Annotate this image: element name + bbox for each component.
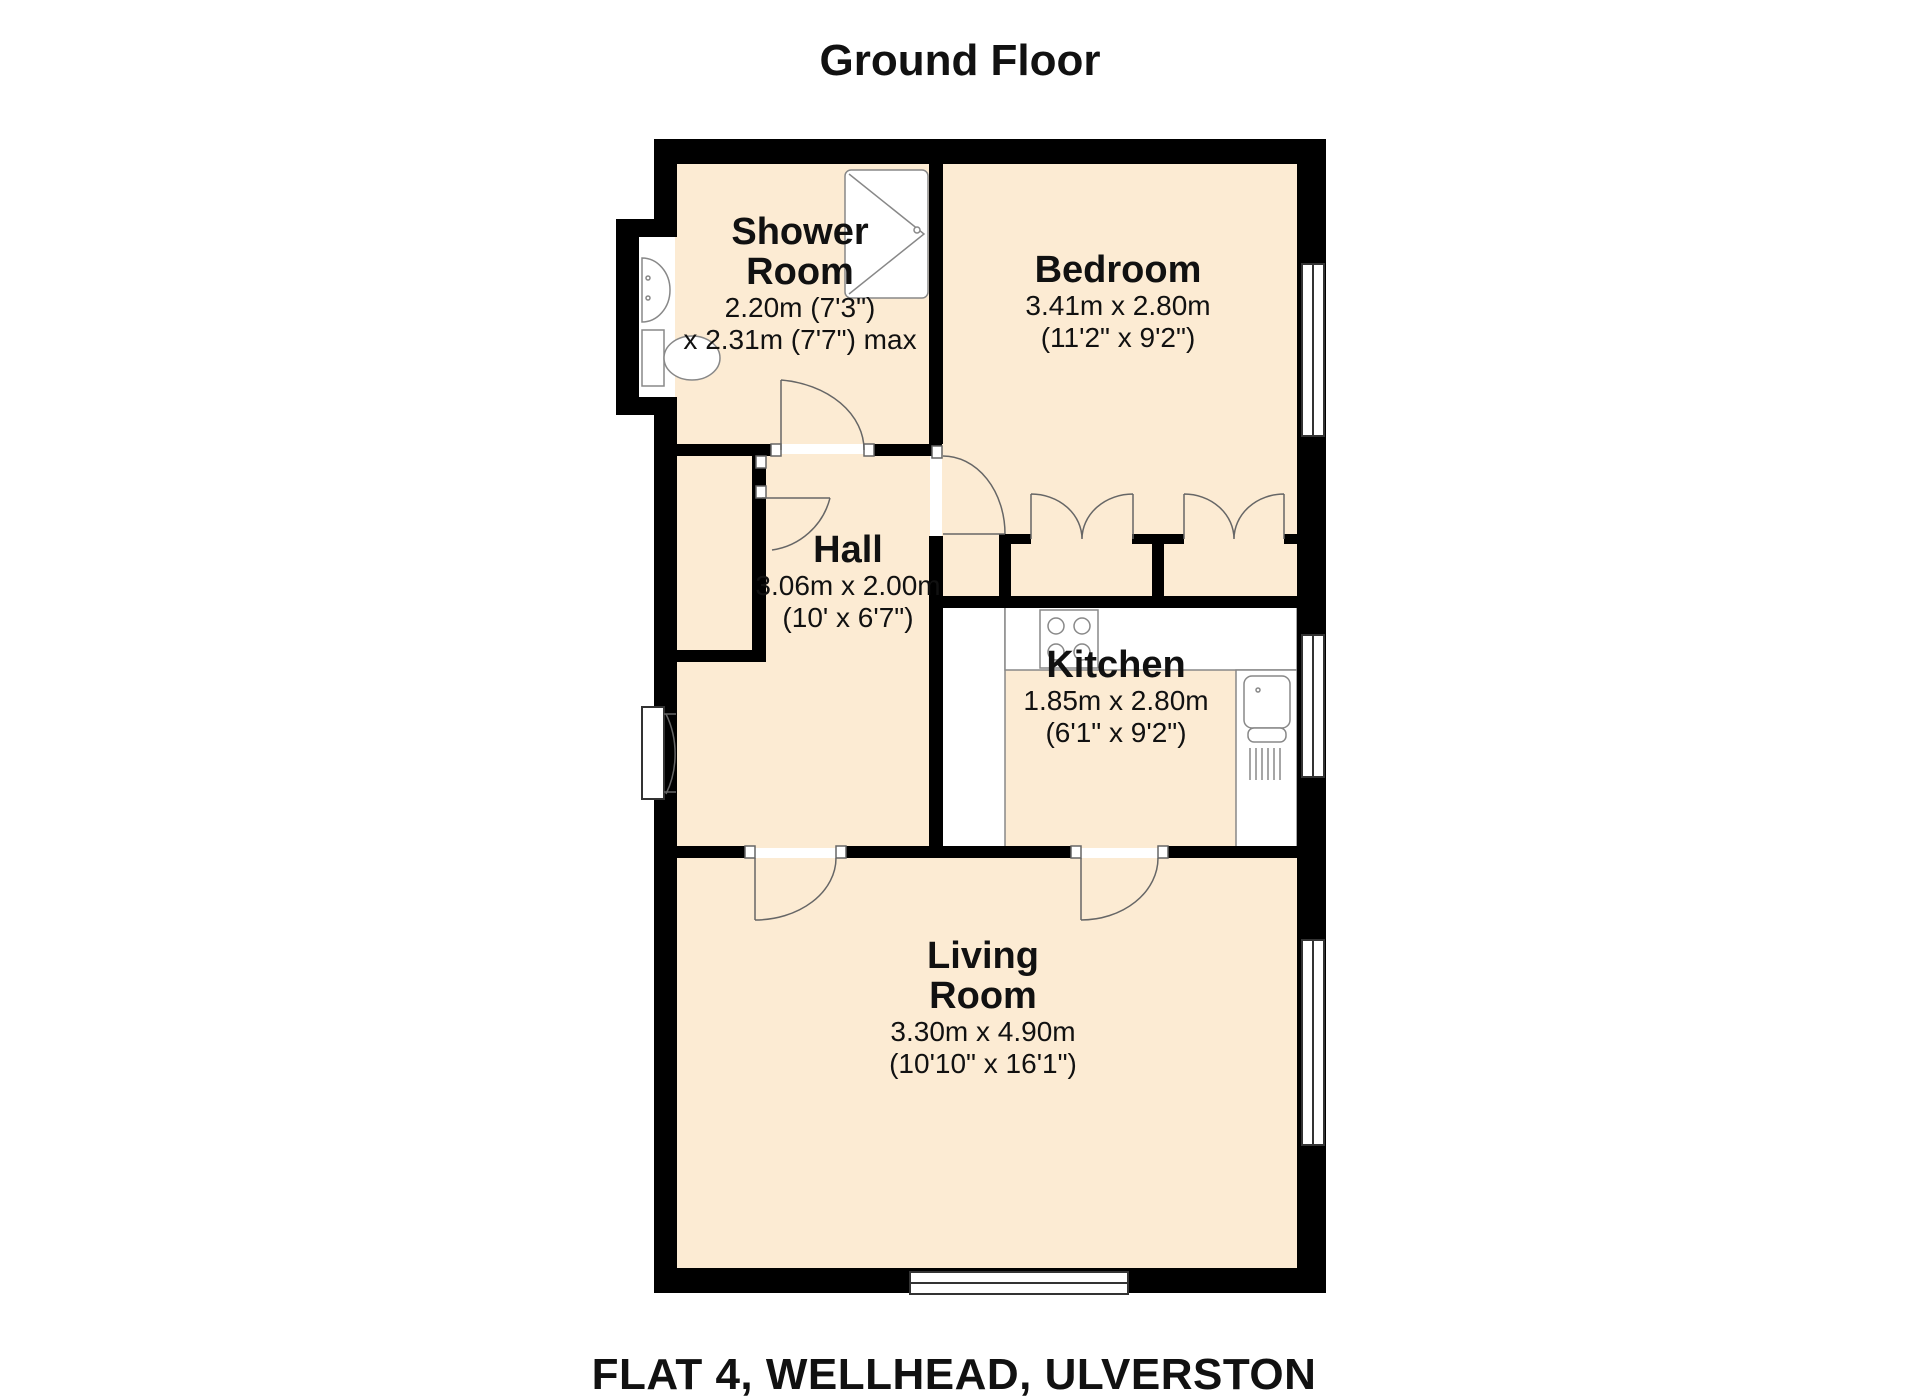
bedroom-dimensions-line2: (11'2" x 9'2") <box>1040 322 1196 353</box>
shower-room-dimensions-line1: 2.20m (7'3") <box>724 292 876 323</box>
door-kitchen-living <box>1070 845 1169 921</box>
living-room-name-line2: Room <box>929 975 1037 1017</box>
kitchen-worktop-left <box>941 606 1006 849</box>
wall-wardrobe-top-2 <box>1132 534 1184 544</box>
door-wardrobe-left <box>1030 493 1134 540</box>
wall-wardrobe-top-3 <box>1284 534 1297 544</box>
wall-kitchen-top <box>929 596 1297 608</box>
door-wardrobe-right <box>1183 493 1285 540</box>
wall-bay-left <box>616 219 639 415</box>
doors <box>641 379 1285 921</box>
wall-living-1 <box>675 846 755 858</box>
page-title: Ground Floor <box>819 36 1101 85</box>
wall-cupboard-bottom <box>675 650 766 662</box>
hall-dimensions-line1: 3.06m x 2.00m <box>755 570 941 601</box>
wash-basin-icon <box>641 257 671 323</box>
bedroom-name: Bedroom <box>1034 249 1202 291</box>
wall-living-3 <box>1168 846 1297 858</box>
bedroom-dimensions-line1: 3.41m x 2.80m <box>1025 290 1211 321</box>
shower-room-name-line1: Shower <box>731 211 869 253</box>
living-room-dimensions-line2: (10'10" x 16'1") <box>889 1048 1077 1079</box>
kitchen-sink-icon <box>1243 675 1291 780</box>
door-cupboard <box>755 455 831 551</box>
kitchen-dimensions-line2: (6'1" x 9'2") <box>1045 717 1187 748</box>
room-label-shower-room: Shower Room 2.20m (7'3") x 2.31m (7'7") … <box>683 212 916 356</box>
wall-shower-hall-right <box>874 444 942 456</box>
kitchen-dimensions-line1: 1.85m x 2.80m <box>1023 685 1209 716</box>
room-label-living-room: Living Room 3.30m x 4.90m (10'10" x 16'1… <box>889 936 1077 1080</box>
property-address: FLAT 4, WELLHEAD, ULVERSTON <box>591 1350 1317 1399</box>
room-label-hall: Hall 3.06m x 2.00m (10' x 6'7") <box>755 530 940 634</box>
windows <box>909 263 1325 1295</box>
wall-shower-hall-left <box>675 444 771 456</box>
wall-shower-bedroom <box>929 139 943 444</box>
wall-wardrobe-2 <box>1152 534 1164 596</box>
toilet-icon <box>641 329 721 387</box>
door-hall-living <box>744 845 847 921</box>
shower-tray-icon <box>844 169 929 299</box>
hall-dimensions-line2: (10' x 6'7") <box>782 602 914 633</box>
living-room-name-line1: Living <box>927 935 1039 977</box>
wall-outer-left-upper <box>654 139 677 219</box>
wall-hall-kitchen <box>929 536 943 848</box>
shower-room-dimensions-line2: x 2.31m (7'7") max <box>683 324 917 355</box>
shower-room-name-line2: Room <box>746 251 854 293</box>
room-label-kitchen: Kitchen 1.85m x 2.80m (6'1" x 9'2") <box>1023 645 1208 749</box>
room-label-bedroom: Bedroom 3.41m x 2.80m (11'2" x 9'2") <box>1025 250 1210 354</box>
door-shower <box>770 379 875 457</box>
wall-cupboard-right <box>752 456 766 661</box>
wall-living-2 <box>836 846 1071 858</box>
kitchen-name: Kitchen <box>1046 644 1186 686</box>
wall-wardrobe-1 <box>999 534 1011 596</box>
wall-wardrobe-top-1 <box>999 534 1031 544</box>
wall-outer-top <box>654 139 1326 164</box>
living-room-dimensions-line1: 3.30m x 4.90m <box>890 1016 1076 1047</box>
door-bedroom <box>931 445 1006 535</box>
wall-outer-left <box>654 397 677 1293</box>
hob-icon <box>1039 609 1099 669</box>
hall-name: Hall <box>813 529 883 571</box>
floor-living-room <box>675 858 1297 1268</box>
door-front-entrance <box>641 706 676 800</box>
floor-bedroom <box>942 162 1297 596</box>
